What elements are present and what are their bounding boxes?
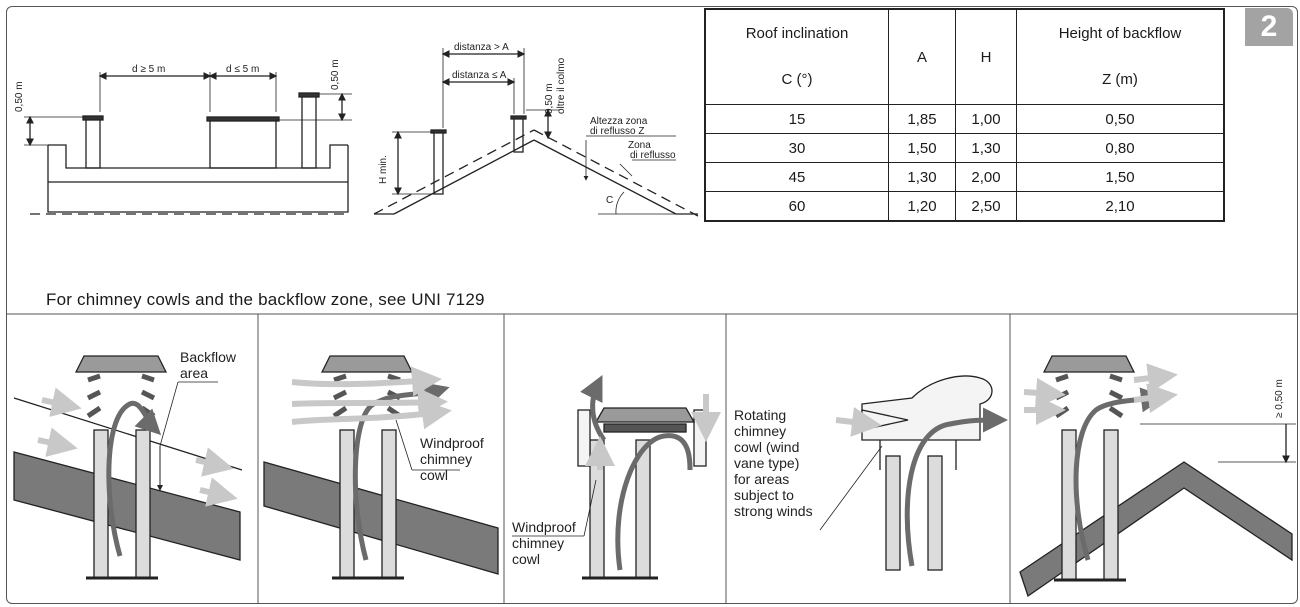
panel2-label-line1: Windproof — [420, 435, 484, 451]
panel4-label-line3: cowl (wind — [734, 439, 799, 455]
panel1-label-line1: Backflow — [180, 349, 237, 365]
pitched-roof-diagram — [373, 48, 699, 217]
table-cell: 2,50 — [955, 191, 1017, 222]
figure-frame — [6, 6, 1298, 604]
label-distanza-gt-a: distanza > A — [454, 42, 509, 53]
panel2-label-line2: chimney — [420, 451, 472, 467]
table-row: 60 1,20 2,50 2,10 — [704, 191, 1225, 222]
table-row: 30 1,50 1,30 0,80 — [704, 133, 1225, 163]
label-oltre-il-colmo: oltre il colmo — [556, 57, 567, 114]
figure-number-badge: 2 — [1245, 8, 1293, 46]
label-distanza-le-a: distanza ≤ A — [452, 70, 507, 81]
panel4-label-line1: Rotating — [734, 407, 786, 423]
panel4-label-line7: strong winds — [734, 503, 813, 519]
table-cell: 1,20 — [888, 191, 956, 222]
table-cell: 2,10 — [1016, 191, 1225, 222]
label-h-min: H min. — [378, 155, 389, 184]
table-row: 45 1,30 2,00 1,50 — [704, 162, 1225, 192]
flat-roof-diagram — [24, 72, 352, 215]
table-cell: 30 — [704, 133, 889, 163]
panel1-label-line2: area — [180, 365, 208, 381]
table-cell: 1,30 — [888, 162, 956, 192]
label-050-right: 0,50 m — [330, 59, 341, 90]
table-cell: 45 — [704, 162, 889, 192]
panel-backflow-area — [13, 355, 243, 580]
panel-ridge-height — [1019, 355, 1296, 598]
panel5-label-050: ≥ 0,50 m — [1274, 379, 1285, 418]
panel2-label-line3: cowl — [420, 467, 448, 483]
label-050-ridge: 0,50 m — [544, 83, 555, 114]
table-cell: 1,00 — [955, 104, 1017, 134]
header-h: H — [955, 8, 1017, 105]
panel-windproof-cowl-2 — [512, 375, 721, 580]
table-cell: 1,50 — [888, 133, 956, 163]
label-d-le-5m: d ≤ 5 m — [226, 64, 259, 75]
table-cell: 0,80 — [1016, 133, 1225, 163]
table-cell: 2,00 — [955, 162, 1017, 192]
label-050-left: 0,50 m — [14, 81, 25, 112]
panel4-label-line4: vane type) — [734, 455, 799, 471]
label-altezza-zona-1: Altezza zona — [590, 116, 648, 127]
panel3-label-line1: Windproof — [512, 519, 576, 535]
panel-rotating-cowl — [819, 375, 1008, 571]
panel3-label-line2: chimney — [512, 535, 564, 551]
panel-windproof-cowl — [263, 355, 499, 580]
table-cell: 1,50 — [1016, 162, 1225, 192]
table-cell: 0,50 — [1016, 104, 1225, 134]
label-altezza-zona-2: di reflusso Z — [590, 126, 644, 137]
label-zona-reflusso-2: di reflusso — [630, 150, 676, 161]
label-zona-reflusso-1: Zona — [628, 140, 651, 151]
uni-7129-note: For chimney cowls and the backflow zone,… — [46, 290, 485, 309]
panel3-label-line3: cowl — [512, 551, 540, 567]
label-d-ge-5m: d ≥ 5 m — [132, 64, 165, 75]
panel4-label-line2: chimney — [734, 423, 786, 439]
label-angle-c: C — [606, 195, 613, 206]
panel4-label-line6: subject to — [734, 487, 794, 503]
panel4-label-line5: for areas — [734, 471, 789, 487]
table-cell: 60 — [704, 191, 889, 222]
